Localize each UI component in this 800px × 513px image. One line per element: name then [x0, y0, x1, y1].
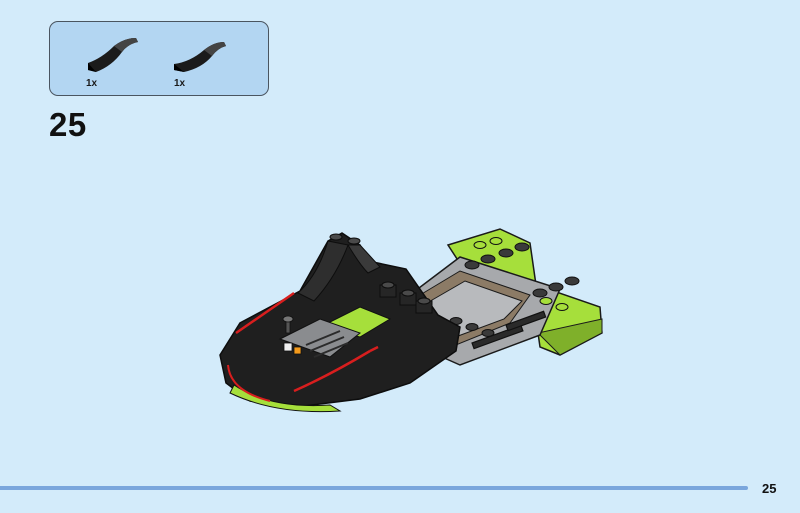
footer-divider: [0, 486, 748, 490]
curved-slope-brick-icon: [88, 38, 138, 72]
curved-slope-brick-icon: [174, 42, 226, 72]
parts-callout: 1x 1x: [49, 21, 269, 96]
step-number: 25: [49, 106, 87, 143]
part-quantity: 1x: [174, 78, 186, 89]
page-number: 25: [762, 481, 777, 496]
assembled-model-illustration: [219, 228, 603, 413]
part-quantity: 1x: [86, 78, 98, 89]
part-item: 1x: [74, 30, 144, 92]
part-item: 1x: [162, 30, 232, 92]
